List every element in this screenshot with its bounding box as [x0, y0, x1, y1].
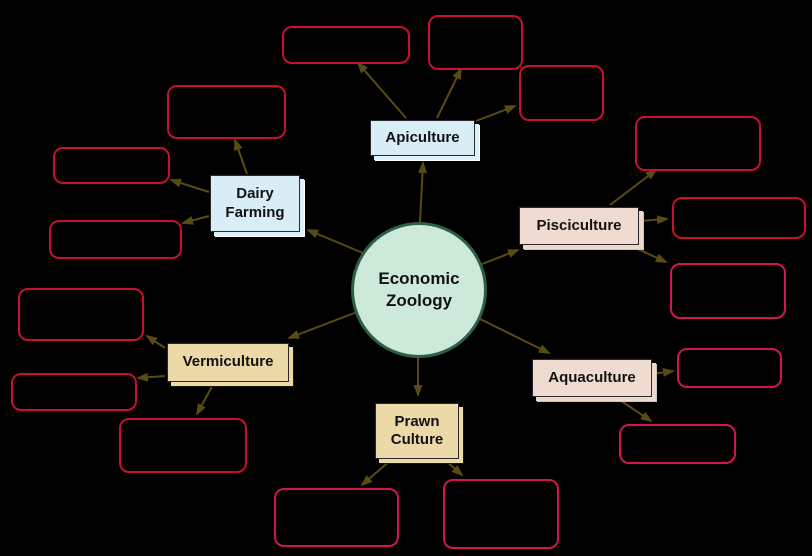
topic-label-aquaculture: Aquaculture [548, 368, 636, 386]
empty-box-dairy-3 [49, 220, 182, 259]
connector [613, 395, 653, 423]
connector [145, 334, 166, 349]
empty-box-pisciculture-2 [672, 197, 806, 239]
connector [475, 105, 517, 122]
topic-label-prawn-culture: Prawn Culture [390, 412, 444, 448]
connector [181, 215, 210, 225]
connector [234, 138, 248, 175]
topic-node-pisciculture: Pisciculture [519, 207, 639, 245]
empty-box-prawn-1 [274, 488, 399, 547]
connector [287, 311, 358, 339]
connector [444, 459, 464, 477]
topic-label-dairy-farming: Dairy Farming [225, 185, 285, 221]
empty-box-dairy-2 [53, 147, 170, 184]
topic-node-prawn-culture: Prawn Culture [375, 403, 459, 459]
topic-label-pisciculture: Pisciculture [536, 216, 622, 234]
empty-box-aquaculture-2 [619, 424, 736, 464]
connector [136, 372, 166, 382]
topic-label-vermiculture: Vermiculture [182, 353, 274, 371]
empty-box-pisciculture-1 [635, 116, 761, 171]
connector [476, 249, 520, 267]
empty-box-dairy-1 [167, 85, 286, 139]
central-node-label: Economic Zoology [378, 268, 460, 310]
empty-box-prawn-2 [443, 479, 559, 549]
connector [417, 161, 427, 223]
connector [169, 178, 210, 193]
connector [651, 367, 675, 377]
connector [306, 229, 364, 254]
connector [628, 244, 668, 263]
topic-label-apiculture: Apiculture [385, 128, 460, 146]
connector [638, 215, 669, 225]
connector [609, 168, 658, 206]
connector [196, 380, 216, 416]
topic-node-dairy-farming: Dairy Farming [210, 175, 300, 232]
topic-node-vermiculture: Vermiculture [167, 343, 289, 382]
topic-node-aquaculture: Aquaculture [532, 359, 652, 397]
topic-node-apiculture: Apiculture [370, 120, 475, 156]
empty-box-vermiculture-2 [11, 373, 137, 411]
connector [356, 61, 407, 119]
connector [475, 316, 551, 354]
empty-box-vermiculture-1 [18, 288, 144, 341]
empty-box-apiculture-1 [282, 26, 410, 64]
empty-box-vermiculture-3 [119, 418, 247, 473]
connector [360, 458, 393, 487]
empty-box-apiculture-3 [519, 65, 604, 121]
empty-box-apiculture-2 [428, 15, 523, 70]
central-node-economic-zoology: Economic Zoology [351, 222, 487, 358]
empty-box-pisciculture-3 [670, 263, 786, 319]
empty-box-aquaculture-1 [677, 348, 782, 388]
connector [436, 67, 462, 119]
